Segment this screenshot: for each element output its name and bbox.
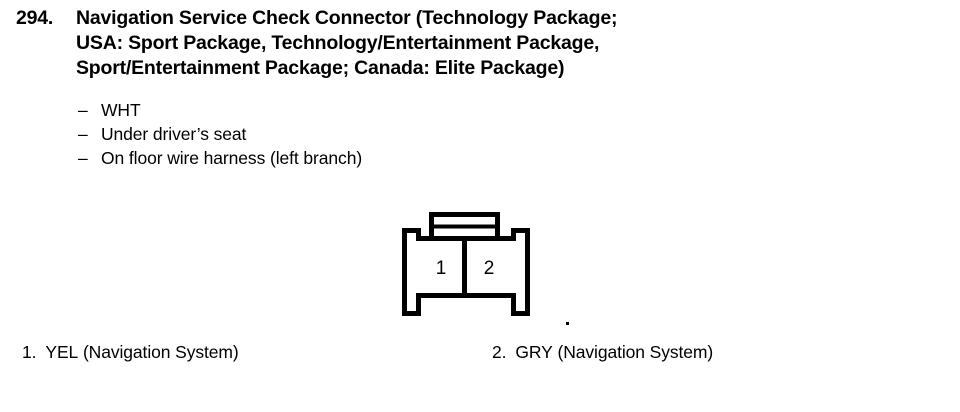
terminal-legend-item-1: 1. YEL (Navigation System) [22,341,239,363]
spec-item-label: Under driver’s seat [101,124,247,144]
connector-cavity-2-number: 2 [484,258,495,279]
spec-dash-icon: – [78,124,88,144]
connector-locking-tab [429,212,500,241]
terminal-legend-color-code: YEL [45,342,79,362]
entry-title-line-3: Sport/Entertainment Package; Canada: Eli… [76,57,565,79]
spec-dash-icon: – [78,100,88,120]
entry-number: 294. [16,7,54,29]
terminal-legend-index: 1. [22,342,37,362]
spec-item-label: On floor wire harness (left branch) [101,148,363,168]
spec-dash-icon: – [78,148,88,168]
connector-body [402,228,530,316]
scan-artifact-speck [566,322,569,325]
spec-item-location: – Under driver’s seat [78,122,678,146]
connector-cavity-1-number: 1 [436,258,447,279]
terminal-legend-circuit: (Navigation System) [557,342,714,362]
connector-diagram: 1 2 [398,208,534,320]
terminal-legend-color-code: GRY [515,342,553,362]
terminal-legend-circuit: (Navigation System) [82,342,239,362]
spec-list: – WHT – Under driver’s seat – On floor w… [78,98,678,170]
terminal-legend-index: 2. [492,342,507,362]
entry-title-line-1: Navigation Service Check Connector (Tech… [76,7,618,29]
spec-item-harness: – On floor wire harness (left branch) [78,146,678,170]
connector-outline-svg: 1 2 [402,212,530,316]
terminal-legend-item-2: 2. GRY (Navigation System) [492,341,713,363]
spec-item-label: WHT [101,100,141,120]
entry-title-line-2: USA: Sport Package, Technology/Entertain… [76,32,600,54]
spec-item-wire-color: – WHT [78,98,678,122]
